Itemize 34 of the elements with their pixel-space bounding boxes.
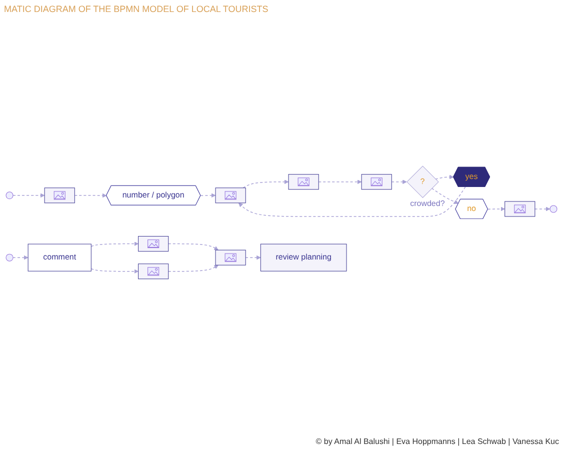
picture-node [288, 174, 319, 190]
picture-node [215, 250, 246, 266]
arrow [242, 180, 289, 188]
node-note: crowded? [410, 198, 445, 208]
arrow [168, 264, 218, 272]
picture-node [138, 264, 169, 280]
credits-caption: © by Amal Al Balushi | Eva Hoppmanns | Lea Schwab | Vanessa Kuc [316, 437, 559, 446]
arrow [74, 193, 107, 198]
process-node: no [455, 198, 488, 219]
picture-node [215, 188, 246, 204]
picture-node [504, 201, 536, 217]
arrow [431, 188, 459, 204]
arrow [391, 180, 407, 184]
arrow [200, 193, 216, 198]
arrow [12, 255, 28, 260]
arrow [534, 206, 550, 212]
arrow [168, 243, 218, 250]
arrow [12, 193, 45, 198]
arrow [488, 206, 506, 212]
diagram-title: MATIC DIAGRAM OF THE BPMN MODEL OF LOCAL TOURISTS [4, 4, 268, 14]
process-node: comment [28, 244, 92, 272]
picture-node [361, 174, 392, 190]
process-node: review planning [260, 244, 347, 272]
arrow [435, 174, 454, 180]
arrow [90, 242, 138, 247]
process-node: ? [406, 166, 439, 198]
process-node: number / polygon [106, 185, 201, 206]
arrow [245, 255, 261, 260]
arrow [90, 268, 138, 274]
picture-node [138, 236, 169, 252]
picture-node [44, 188, 75, 204]
arrow [238, 186, 466, 217]
arrow [318, 180, 362, 184]
process-node: yes [453, 166, 490, 187]
